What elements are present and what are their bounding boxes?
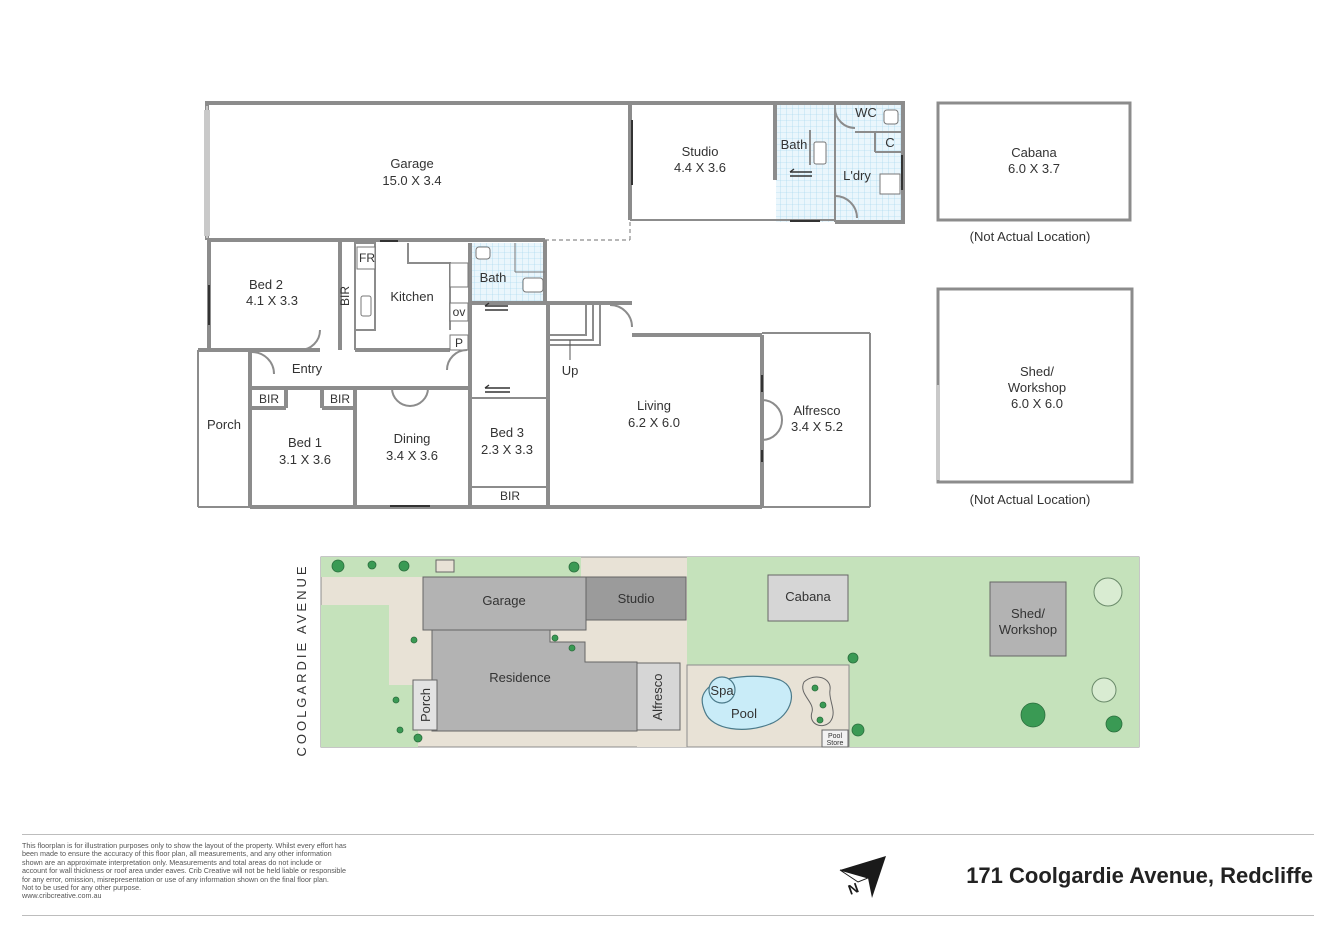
bed3-dims: 2.3 X 3.3	[481, 442, 533, 457]
disclaimer-line: been made to ensure the accuracy of this…	[22, 849, 332, 859]
studio-dims: 4.4 X 3.6	[674, 160, 726, 175]
porch-label: Porch	[207, 417, 241, 432]
site-shed-label-line1: Shed/	[1011, 606, 1045, 621]
alfresco-dims: 3.4 X 5.2	[791, 419, 843, 434]
cabana-label: Cabana	[1011, 145, 1057, 160]
living-dims: 6.2 X 6.0	[628, 415, 680, 430]
bed3-bir-label: BIR	[500, 489, 520, 503]
site-pool-store-label-line2: Store	[827, 740, 844, 747]
north-arrow-icon: N	[839, 856, 886, 898]
bed3-label: Bed 3	[490, 425, 524, 440]
oven-label: OV	[453, 305, 466, 319]
disclaimer-line: account for wall thickness or roof area …	[22, 866, 347, 876]
site-spa-label: Spa	[710, 683, 734, 698]
disclaimer-website: www.cribcreative.com.au	[22, 891, 102, 901]
cabana-dims: 6.0 X 3.7	[1008, 161, 1060, 176]
bed2-label: Bed 2	[249, 277, 283, 292]
shed-label-line1: Shed/	[1020, 364, 1054, 379]
bed1-label: Bed 1	[288, 435, 322, 450]
site-garage-label: Garage	[482, 593, 525, 608]
cupboard-label: C	[885, 135, 894, 150]
disclaimer-line: shown are an approximate interpretation …	[22, 857, 322, 867]
site-alfresco-label: Alfresco	[650, 674, 665, 721]
living-label: Living	[637, 398, 671, 413]
bath-main-label: Bath	[480, 270, 507, 285]
entry-label: Entry	[292, 361, 323, 376]
kitchen-label: Kitchen	[390, 289, 433, 304]
room-labels: Garage 15.0 X 3.4 Studio 4.4 X 3.6 Bath …	[207, 105, 1090, 507]
shed-note: (Not Actual Location)	[970, 492, 1091, 507]
footer-divider-bottom	[22, 915, 1314, 916]
alfresco-label: Alfresco	[794, 403, 841, 418]
footer-divider-top	[22, 834, 1314, 835]
bed2-bir-label: BIR	[338, 286, 352, 306]
disclaimer-text: This floorplan is for illustration purpo…	[22, 841, 442, 901]
stairs-up-label: Up	[562, 363, 579, 378]
dining-bir-label: BIR	[330, 392, 350, 406]
bed1-bir-label: BIR	[259, 392, 279, 406]
garage-dims: 15.0 X 3.4	[382, 173, 441, 188]
cabana-outline	[936, 101, 1132, 222]
site-studio-label: Studio	[618, 591, 655, 606]
site-shed-label-line2: Workshop	[999, 622, 1057, 637]
wc-label: WC	[855, 105, 877, 120]
fridge-label: FR	[359, 251, 375, 265]
pantry-label: P	[455, 336, 463, 350]
dining-label: Dining	[394, 431, 431, 446]
cabana-note: (Not Actual Location)	[970, 229, 1091, 244]
studio-label: Studio	[682, 144, 719, 159]
bath-upper-label: Bath	[781, 137, 808, 152]
main-house-walls	[197, 101, 905, 509]
site-residence-label: Residence	[489, 670, 550, 685]
site-pool-store-label-line1: Pool	[828, 733, 842, 740]
site-cabana-label: Cabana	[785, 589, 831, 604]
shed-dims: 6.0 X 6.0	[1011, 396, 1063, 411]
street-name: COOLGARDIE AVENUE	[294, 563, 309, 756]
disclaimer-line: This floorplan is for illustration purpo…	[22, 841, 347, 850]
site-plan: COOLGARDIE AVENUE	[294, 556, 1140, 757]
bed2-dims: 4.1 X 3.3	[246, 293, 298, 308]
dining-dims: 3.4 X 3.6	[386, 448, 438, 463]
disclaimer-line: for any error, omission, misrepresentati…	[22, 874, 329, 884]
site-porch-label: Porch	[418, 688, 433, 722]
garage-label: Garage	[390, 156, 433, 171]
site-pool-label: Pool	[731, 706, 757, 721]
disclaimer-line: Not to be used for any other purpose.	[22, 883, 142, 893]
laundry-label: L'dry	[843, 168, 871, 183]
shed-label-line2: Workshop	[1008, 380, 1066, 395]
bed1-dims: 3.1 X 3.6	[279, 452, 331, 467]
property-address: 171 Coolgardie Avenue, Redcliffe	[966, 863, 1313, 888]
